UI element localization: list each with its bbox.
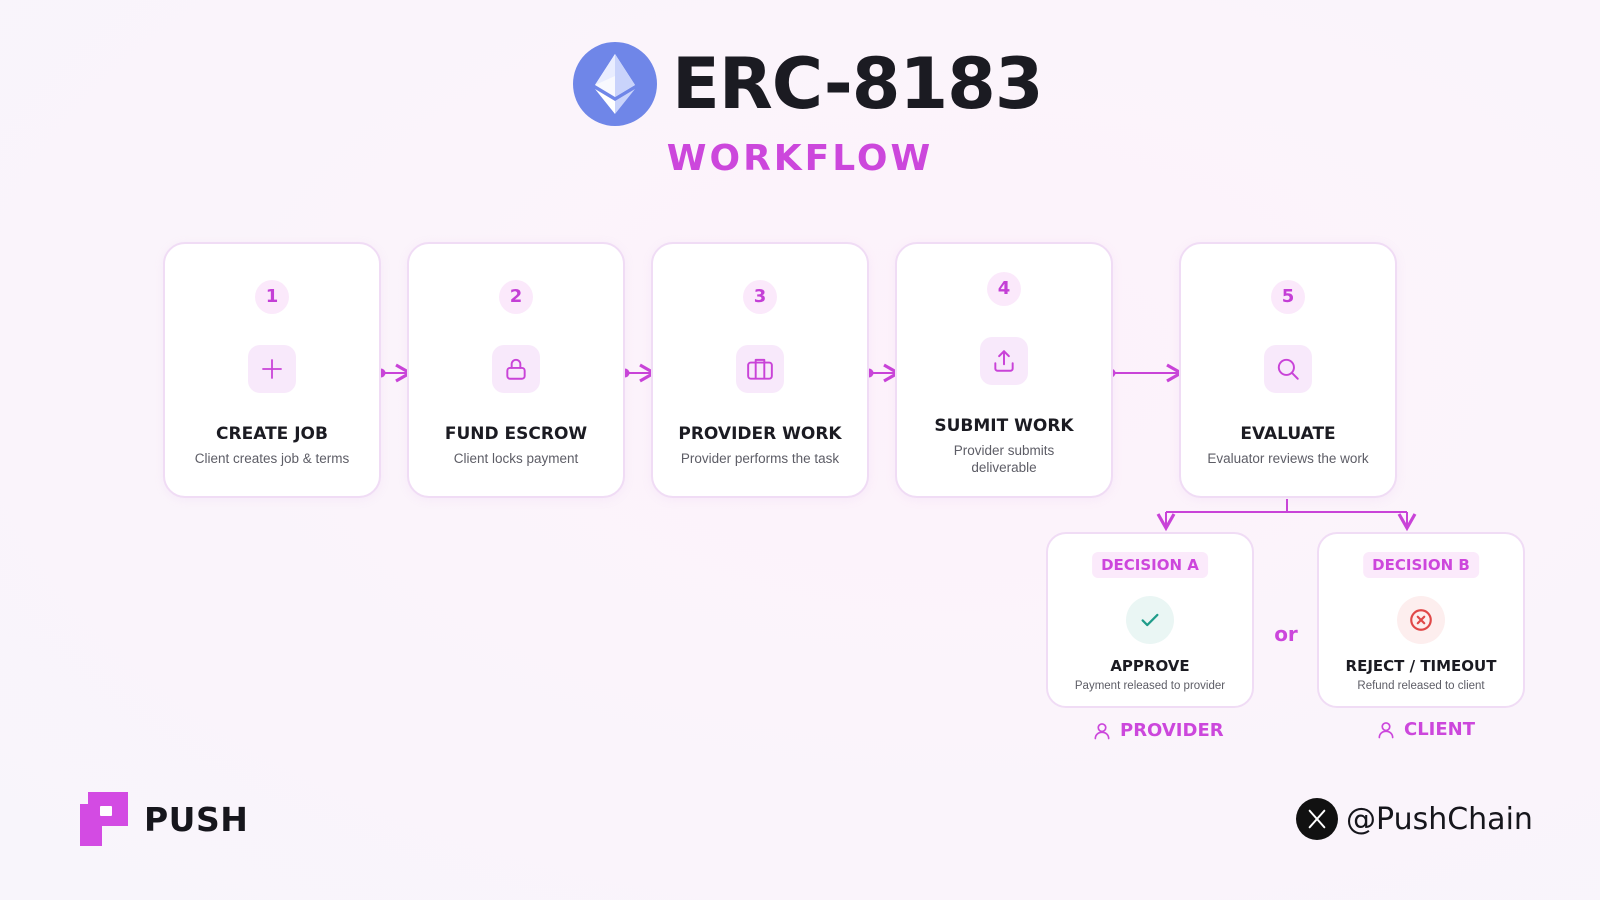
connector-4-5 — [1106, 363, 1185, 383]
x-logo-icon — [1296, 798, 1338, 840]
decision-title: REJECT / TIMEOUT — [1345, 657, 1497, 675]
briefcase-icon — [736, 345, 784, 393]
ethereum-logo-icon — [573, 42, 657, 126]
social-handle[interactable]: @PushChain — [1346, 801, 1533, 837]
decision-description: Refund released to client — [1357, 680, 1485, 692]
x-handle[interactable]: @PushChain — [1296, 798, 1533, 840]
step-card-provider-work: 3 PROVIDER WORK Provider performs the ta… — [651, 242, 869, 498]
step-title: FUND ESCROW — [444, 424, 588, 444]
role-label: CLIENT — [1404, 719, 1476, 740]
check-icon — [1126, 596, 1174, 644]
role-client: CLIENT — [1376, 719, 1475, 740]
user-icon — [1378, 721, 1394, 738]
step-description: Client creates job & terms — [194, 451, 350, 466]
step-card-fund-escrow: 2 FUND ESCROW Client locks payment — [407, 242, 625, 498]
decision-description: Payment released to provider — [1074, 680, 1226, 692]
step-description: Evaluator reviews the work — [1207, 451, 1369, 466]
role-label: PROVIDER — [1120, 720, 1224, 741]
x-circle-icon — [1397, 596, 1445, 644]
step-card-create-job: 1 CREATE JOB Client creates job & terms — [163, 242, 381, 498]
decision-badge: DECISION B — [1363, 552, 1479, 578]
step-title: EVALUATE — [1240, 424, 1336, 444]
search-icon — [1264, 345, 1312, 393]
step-number-badge: 2 — [499, 280, 533, 314]
plus-icon — [248, 345, 296, 393]
or-separator: or — [1274, 622, 1298, 646]
role-provider: PROVIDER — [1092, 720, 1224, 741]
step-number-badge: 5 — [1271, 280, 1305, 314]
step-title: SUBMIT WORK — [934, 416, 1074, 436]
lock-icon — [492, 345, 540, 393]
step-number-badge: 1 — [255, 280, 289, 314]
decision-card-approve: DECISION A APPROVE Payment released to p… — [1046, 532, 1254, 708]
decision-title: APPROVE — [1110, 657, 1190, 675]
push-brand: PUSH — [80, 792, 248, 846]
decision-badge: DECISION A — [1092, 552, 1208, 578]
user-icon — [1094, 722, 1110, 739]
push-logo-icon — [80, 792, 128, 846]
connector-2-3 — [620, 363, 658, 383]
step-card-evaluate: 5 EVALUATE Evaluator reviews the work — [1179, 242, 1397, 498]
step-description: Client locks payment — [453, 451, 579, 466]
upload-icon — [980, 337, 1028, 385]
decision-card-reject: DECISION B REJECT / TIMEOUT Refund relea… — [1317, 532, 1525, 708]
step-title: PROVIDER WORK — [678, 424, 842, 444]
page-title: ERC-8183 — [672, 43, 1044, 125]
branch-connector — [1156, 499, 1417, 532]
step-description: Provider performs the task — [680, 451, 840, 466]
step-number-badge: 3 — [743, 280, 777, 314]
connector-3-4 — [864, 363, 902, 383]
step-card-submit-work: 4 SUBMIT WORK Provider submits deliverab… — [895, 242, 1113, 498]
step-description: Provider submits deliverable — [953, 443, 1055, 475]
step-title: CREATE JOB — [216, 424, 328, 444]
connector-1-2 — [376, 363, 414, 383]
step-number-badge: 4 — [987, 272, 1021, 306]
page-subtitle: WORKFLOW — [666, 138, 934, 179]
brand-name: PUSH — [144, 799, 249, 839]
